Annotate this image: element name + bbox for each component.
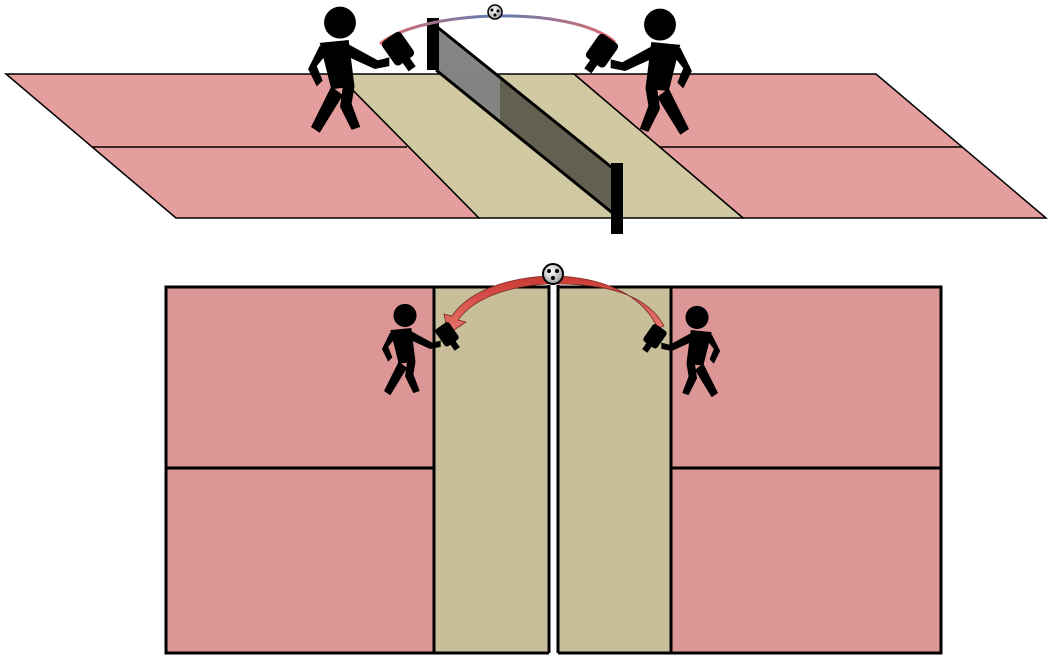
net — [427, 18, 623, 234]
net-post-left — [427, 18, 439, 70]
pickleball-icon — [487, 4, 503, 20]
pickleball-icon — [542, 263, 564, 285]
curved-arrow-icon — [443, 275, 549, 335]
curved-arrow-icon — [557, 275, 665, 329]
net-post-right — [611, 163, 623, 234]
perspective-court-view — [3, 4, 1049, 234]
left-service-area-top — [166, 287, 434, 653]
curved-arrow-icon — [379, 14, 616, 46]
top-court-view — [164, 263, 943, 655]
net-top — [547, 285, 560, 655]
